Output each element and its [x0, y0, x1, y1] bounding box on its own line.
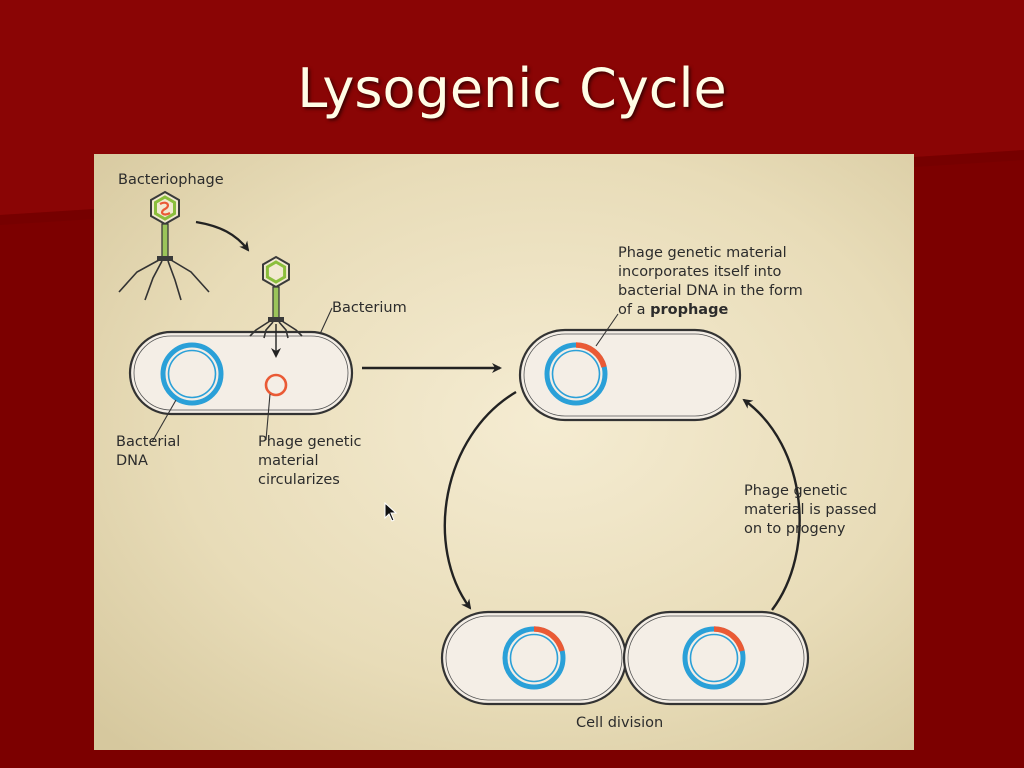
prophage-label-line4: of a prophage	[618, 302, 728, 318]
prophage-label-line2: incorporates itself into	[618, 264, 782, 280]
prophage-label-line3: bacterial DNA in the form	[618, 283, 803, 299]
infection-arrow	[195, 220, 250, 252]
prophage-label-bold: prophage	[650, 302, 728, 318]
bacterial-dna-leader-line	[151, 399, 177, 443]
lysogenic-cycle-diagram: Bacteriophage Bacterium Bacterial DNA Ph…	[94, 154, 914, 750]
bacteriophage-label: Bacteriophage	[118, 172, 224, 188]
passed-label-line1: Phage genetic	[744, 483, 848, 499]
prophage-leader-line	[595, 313, 619, 347]
bacteriophage-icon	[118, 190, 210, 301]
phage-dna-leader-line	[265, 393, 271, 441]
circularizes-label-line1: Phage genetic	[258, 434, 362, 450]
bacterium-leader-line	[319, 307, 333, 335]
division-arrow	[443, 390, 517, 610]
cell-division-label: Cell division	[576, 715, 663, 731]
passed-label-line3: on to progeny	[744, 521, 846, 537]
bacterium-label: Bacterium	[332, 300, 407, 316]
bacterium-cell	[128, 330, 354, 416]
prophage-dna-icon	[544, 342, 608, 406]
bacterial-dna-label-line2: DNA	[116, 453, 148, 469]
progeny-dna-right-icon	[682, 626, 746, 690]
bacterial-dna-icon	[160, 342, 224, 406]
bacterial-dna-label-line1: Bacterial	[116, 434, 180, 450]
prophage-label-prefix: of a	[618, 302, 650, 318]
mouse-pointer-icon	[384, 502, 398, 522]
dividing-cell-right	[622, 610, 810, 706]
attached-phage-icon	[249, 255, 303, 358]
circularizes-label-line3: circularizes	[258, 472, 340, 488]
phage-dna-circle-icon	[264, 373, 288, 397]
progeny-return-arrow	[742, 398, 801, 611]
prophage-label-line1: Phage genetic material	[618, 245, 787, 261]
passed-label-line2: material is passed	[744, 502, 877, 518]
circularizes-label-line2: material	[258, 453, 319, 469]
dividing-cell-left	[440, 610, 628, 706]
slide-title: Lysogenic Cycle	[297, 57, 727, 120]
progeny-dna-left-icon	[502, 626, 566, 690]
